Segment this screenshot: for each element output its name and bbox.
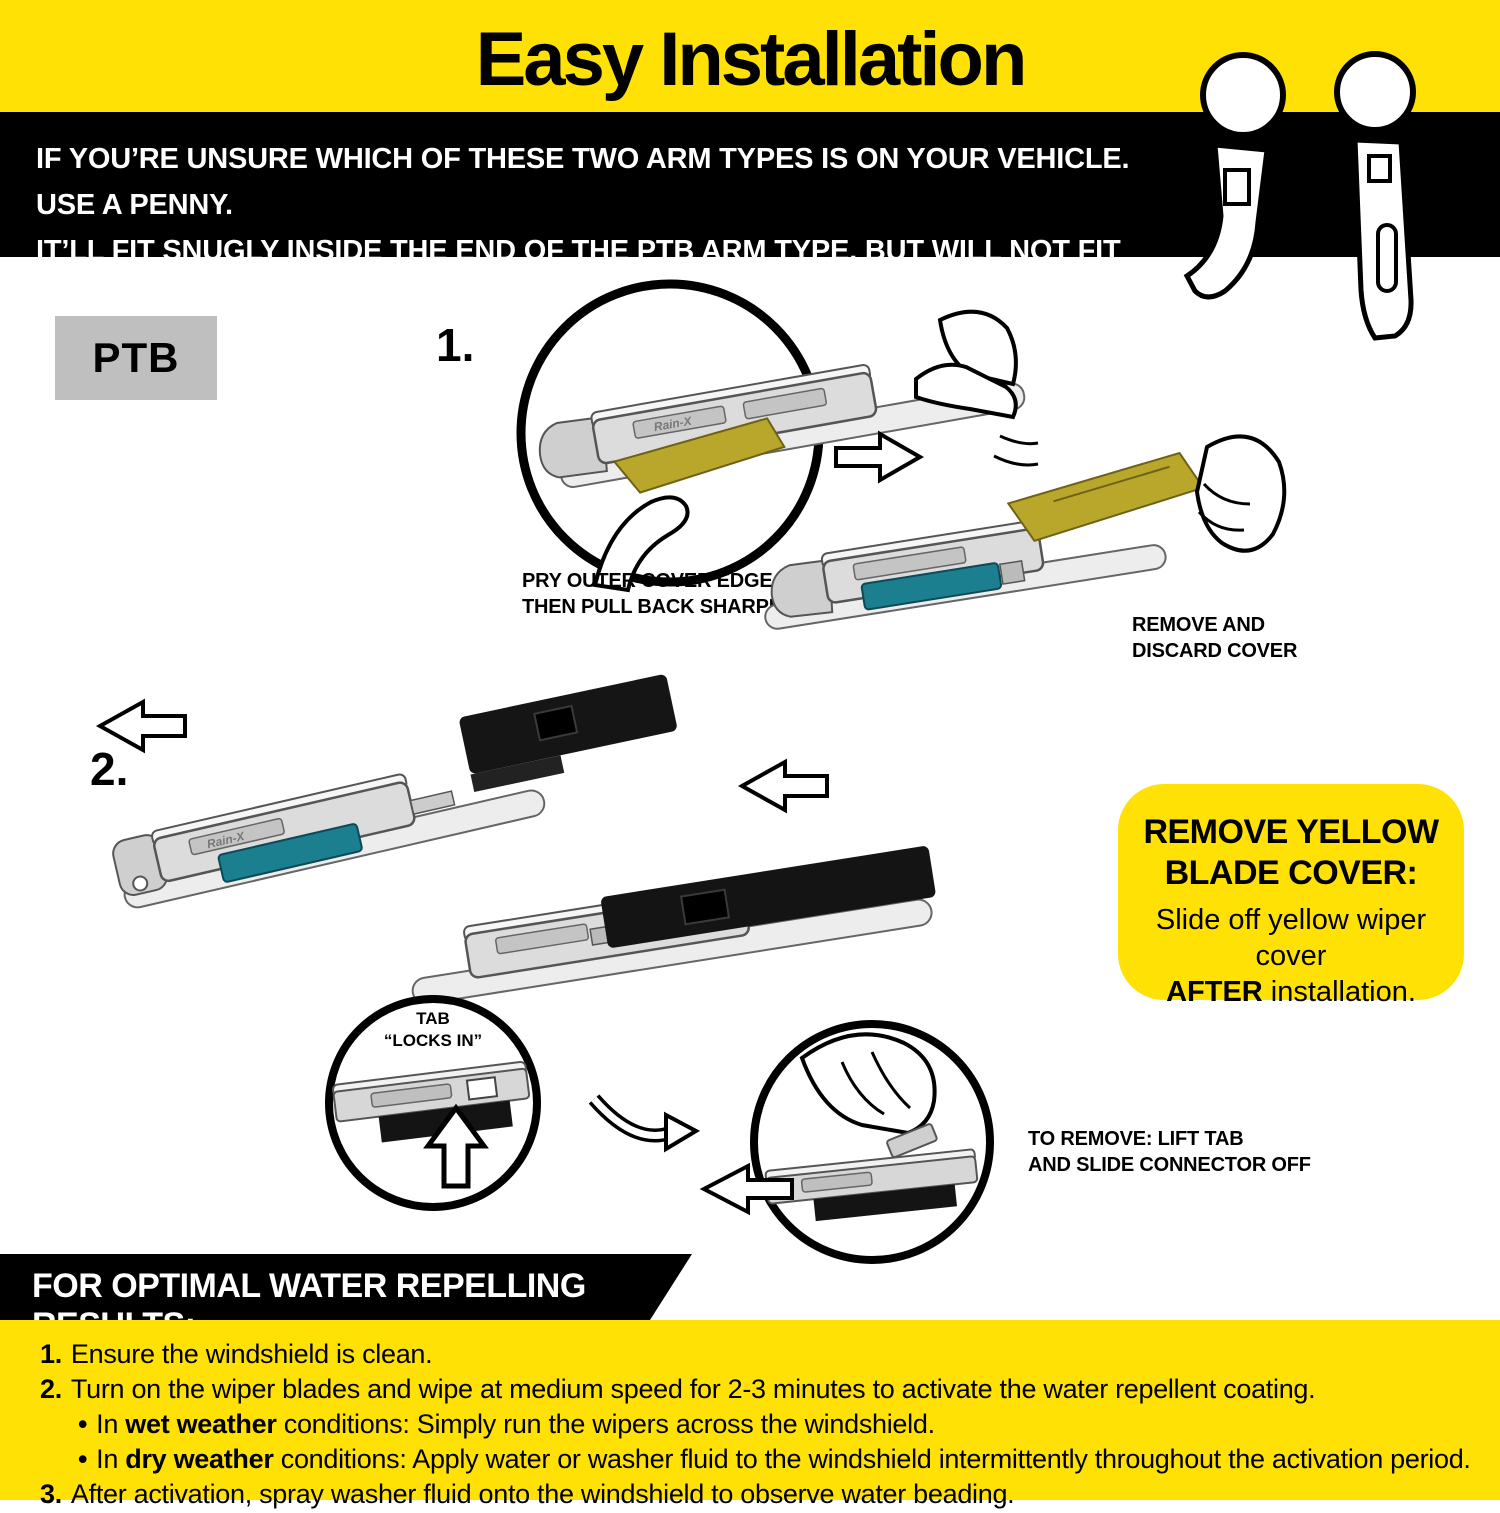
arm-top-hole [1367, 154, 1392, 183]
tab-locks-in-illustration [325, 995, 541, 1211]
yellow-cover [1006, 451, 1205, 542]
teal-pad [217, 823, 363, 883]
holding-thumb [914, 362, 1018, 420]
prying-finger [592, 495, 690, 593]
callout-title-line2: BLADE COVER: [1164, 854, 1418, 892]
remove-caption: TO REMOVE: LIFT TAB AND SLIDE CONNECTOR … [1028, 1126, 1311, 1178]
ptb-label: PTB [92, 334, 180, 381]
wiper-blade [764, 519, 1167, 630]
results-banner-text: FOR OPTIMAL WATER REPELLING RESULTS: [32, 1267, 586, 1320]
results-banner: FOR OPTIMAL WATER REPELLING RESULTS: [0, 1254, 692, 1320]
list-item: •In dry weather conditions: Apply water … [78, 1444, 1471, 1474]
arrow-left-icon [95, 698, 187, 754]
black-arm [813, 1184, 958, 1222]
wiper-blade-with-arm [411, 846, 936, 1005]
discard-caption: REMOVE AND DISCARD COVER [1132, 612, 1297, 664]
arm-end-cap [459, 674, 677, 793]
step2-number: 2. [90, 743, 129, 795]
list-text: Ensure the windshield is clean. [70, 1339, 433, 1369]
tab-label-line2: “LOCKS IN” [383, 1031, 483, 1050]
finger-line [840, 1061, 885, 1116]
list-text: In [96, 1409, 126, 1439]
list-item: 1. Ensure the windshield is clean. [40, 1338, 1480, 1371]
page-title: Easy Installation [475, 17, 1028, 102]
penny-arm-types-illustration [1183, 51, 1416, 341]
notice-line-1: IF YOU’RE UNSURE WHICH OF THESE TWO ARM … [36, 143, 1130, 221]
discard-caption-line2: DISCARD COVER [1132, 640, 1298, 662]
wiper-blade-connector: Rain-X [112, 773, 546, 909]
wiper-blade: Rain-X [538, 363, 1026, 494]
blade-section [764, 1123, 979, 1222]
callout-rest: installation. [1262, 976, 1416, 1008]
tab-slot [465, 1076, 499, 1101]
tab-label: TAB “LOCKS IN” [353, 1008, 513, 1052]
arrow-up-icon [423, 1103, 489, 1189]
bullet-icon: • [78, 1444, 88, 1474]
callout-after: AFTER [1166, 976, 1263, 1008]
arrow-left-icon [737, 758, 829, 814]
list-item: 3. After activation, spray washer fluid o… [40, 1478, 1480, 1511]
step1-caption: PRY OUTER COVER EDGE THEN PULL BACK SHAR… [522, 568, 792, 620]
lift-tab-illustration [750, 1020, 994, 1264]
list-item: 2. Turn on the wiper blades and wipe at m… [40, 1373, 1480, 1406]
arrow-left-icon [699, 1162, 794, 1216]
instructions-list: 1. Ensure the windshield is clean. 2. Turn… [40, 1338, 1480, 1513]
motion-line [999, 434, 1039, 446]
discard-caption-line1: REMOVE AND [1132, 614, 1265, 636]
callout-title-line1: REMOVE YELLOW [1143, 813, 1439, 851]
ptb-label-box: PTB [55, 316, 217, 400]
brand-mark: Rain-X [653, 414, 694, 435]
bullet-icon: • [78, 1409, 88, 1439]
notice-text: IF YOU’RE UNSURE WHICH OF THESE TWO ARM … [36, 136, 1156, 320]
step1-caption-line1: PRY OUTER COVER EDGE [522, 570, 773, 592]
list-item: •In wet weather conditions: Simply run t… [78, 1409, 935, 1439]
remove-cover-callout: REMOVE YELLOW BLADE COVER: Slide off yel… [1118, 784, 1464, 1008]
holding-hand [1194, 434, 1287, 553]
arm-slot [1223, 168, 1251, 206]
finger-line [1202, 482, 1251, 506]
finger-line [870, 1051, 912, 1110]
callout-body: Slide off yellow wiper cover AFTER insta… [1118, 902, 1464, 1010]
motion-line [993, 454, 1039, 467]
list-text: In [96, 1444, 126, 1474]
pinching-hand [799, 1032, 937, 1136]
step1-pry-cover-illustration: Rain-X [516, 279, 1039, 593]
step1-number: 1. [436, 319, 475, 371]
penny-icon [1334, 51, 1416, 133]
list-text: Turn on the wiper blades and wipe at med… [70, 1374, 1316, 1404]
step2-slide-connector-illustration: Rain-X [95, 674, 936, 1005]
finger-line [1197, 510, 1245, 532]
remove-caption-line2: AND SLIDE CONNECTOR OFF [1028, 1154, 1311, 1176]
list-text: After activation, spray washer fluid ont… [70, 1479, 1015, 1509]
arm-long-slot [1376, 223, 1398, 293]
penny-icon [1200, 52, 1286, 138]
list-marker: 3. [40, 1479, 62, 1509]
callout-body-line2: AFTER installation. [1118, 974, 1464, 1010]
curved-arrow-icon [588, 1094, 701, 1153]
remove-caption-line1: TO REMOVE: LIFT TAB [1028, 1128, 1244, 1150]
tab-label-line1: TAB [416, 1009, 450, 1028]
remove-cover-illustration [764, 434, 1287, 630]
callout-body-line1: Slide off yellow wiper cover [1155, 904, 1427, 972]
yellow-cover-edge [612, 417, 786, 494]
lifted-tab [886, 1123, 938, 1159]
teal-pad [860, 562, 1003, 611]
holding-hand [937, 309, 1018, 387]
list-marker: 2. [40, 1374, 62, 1404]
step1-caption-line2: THEN PULL BACK SHARPLY [522, 596, 793, 618]
bottom-yellow-band [0, 1320, 1500, 1500]
wide-ptb-arm [1183, 142, 1270, 300]
list-marker: 1. [40, 1339, 62, 1369]
arrow-right-icon [834, 430, 925, 484]
notice-line-2: IT’LL FIT SNUGLY INSIDE THE END OF THE P… [36, 235, 1121, 313]
